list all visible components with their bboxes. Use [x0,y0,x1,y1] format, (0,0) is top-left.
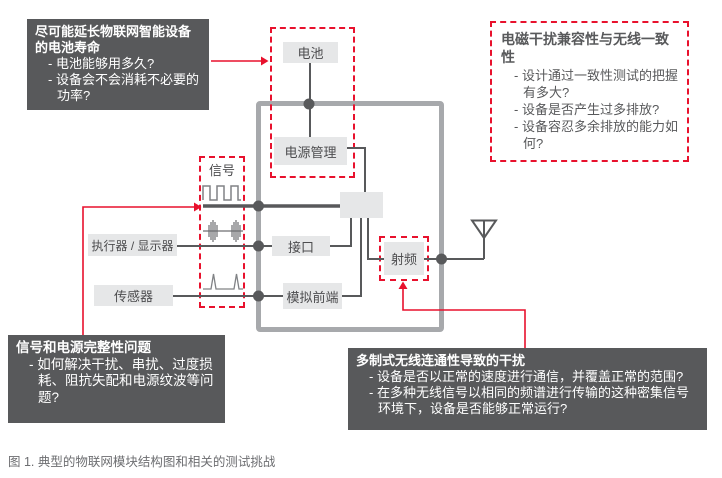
block-interface: 接口 [272,236,330,256]
wireless-callout-arrow-head [398,281,408,289]
block-processor-hub [340,192,383,218]
burst-group-2 [231,220,241,242]
integrity-callout-arrow-line [82,206,194,336]
signal-label: 信号 [208,163,235,178]
wireless-callout-arrow-line [402,289,526,349]
integrity-callout-arrow [82,202,202,336]
label-actuator-display: 执行器 / 显示器 [88,234,177,256]
junction-dot-top [303,98,315,110]
square-wave-icon [202,185,241,201]
integrity-callout-arrow-head [194,202,202,212]
callout-wireless-title: 多制式无线连通性导致的干扰 [356,353,526,368]
junction-dot-sensor [253,290,264,302]
signal-test-region [199,156,245,308]
wireless-callout-arrow [398,281,526,349]
callout-emc: 电磁干扰兼容性与无线一致性 - 设计通过一致性测试的把握有多大? - 设备是否产… [490,21,689,162]
callout-integrity-title: 信号和电源完整性问题 [16,340,151,355]
figure-caption: 图 1. 典型的物联网模块结构图和相关的测试挑战 [8,455,276,469]
callout-battery-life-bullet: - 电池能够用多久? [48,56,155,72]
antenna-triangle [470,219,498,240]
label-actuator-display-text: 执行器 / 显示器 [91,238,174,253]
callout-emc-title: 电磁干扰兼容性与无线一致性 [501,31,669,66]
block-rf-label: 射频 [390,252,417,267]
antenna-icon [470,219,498,259]
power-hub-wire [346,147,366,193]
label-sensor-text: 传感器 [113,289,153,304]
block-power-management: 电源管理 [274,137,347,165]
frontend-hub-wire [341,217,362,297]
burst-wave-icon [203,220,243,242]
callout-battery-life-title: 尽可能延长物联网智能设备的电池寿命 [35,24,192,56]
junction-dot-signal [253,200,264,212]
block-analog-frontend: 模拟前端 [283,283,342,309]
block-analog-frontend-label: 模拟前端 [286,289,339,305]
block-rf: 射频 [384,242,424,275]
interface-hub-wire [329,217,352,247]
label-sensor: 传感器 [94,285,173,306]
callout-integrity-bullet: - 如何解决干扰、串扰、过度损耗、阻抗失配和电源纹波等问题? [29,356,214,406]
callout-wireless-bullet: - 在多种无线信号以相同的频谱进行传输的这种密集信号环境下，设备是否能够正常运行… [369,385,689,417]
junction-dot-antenna [436,253,447,265]
callout-emc-bullet: - 设备是否产生过多排放? [514,102,660,118]
battery-callout-arrow-head [261,56,269,66]
callout-emc-bullet: - 设备容忍多余排放的能力如何? [514,119,678,151]
pulse-wave-icon [203,273,243,290]
battery-callout-arrow [211,56,269,66]
callout-battery-life: 尽可能延长物联网智能设备的电池寿命 - 电池能够用多久? - 设备会不会消耗不必… [27,19,209,110]
block-battery-label: 电池 [297,46,324,61]
battery-test-region [270,27,355,178]
module-outline [256,101,444,332]
callout-battery-life-bullet: - 设备会不会消耗不必要的功率? [48,72,199,104]
block-battery: 电池 [283,42,338,63]
callout-signal-power-integrity: 信号和电源完整性问题 - 如何解决干扰、串扰、过度损耗、阻抗失配和电源纹波等问题… [8,335,225,423]
callout-emc-bullet: - 设计通过一致性测试的把握有多大? [514,68,678,101]
burst-group-1 [208,220,218,242]
hub-rf-wire [367,217,385,260]
block-interface-label: 接口 [287,239,314,255]
callout-wireless-interference: 多制式无线连通性导致的干扰 - 设备是否以正常的速度进行通信，并覆盖正常的范围?… [348,348,707,430]
block-power-management-label: 电源管理 [284,144,337,160]
junction-dot-actuator [253,240,264,252]
callout-wireless-bullet: - 设备是否以正常的速度进行通信，并覆盖正常的范围? [369,369,684,385]
